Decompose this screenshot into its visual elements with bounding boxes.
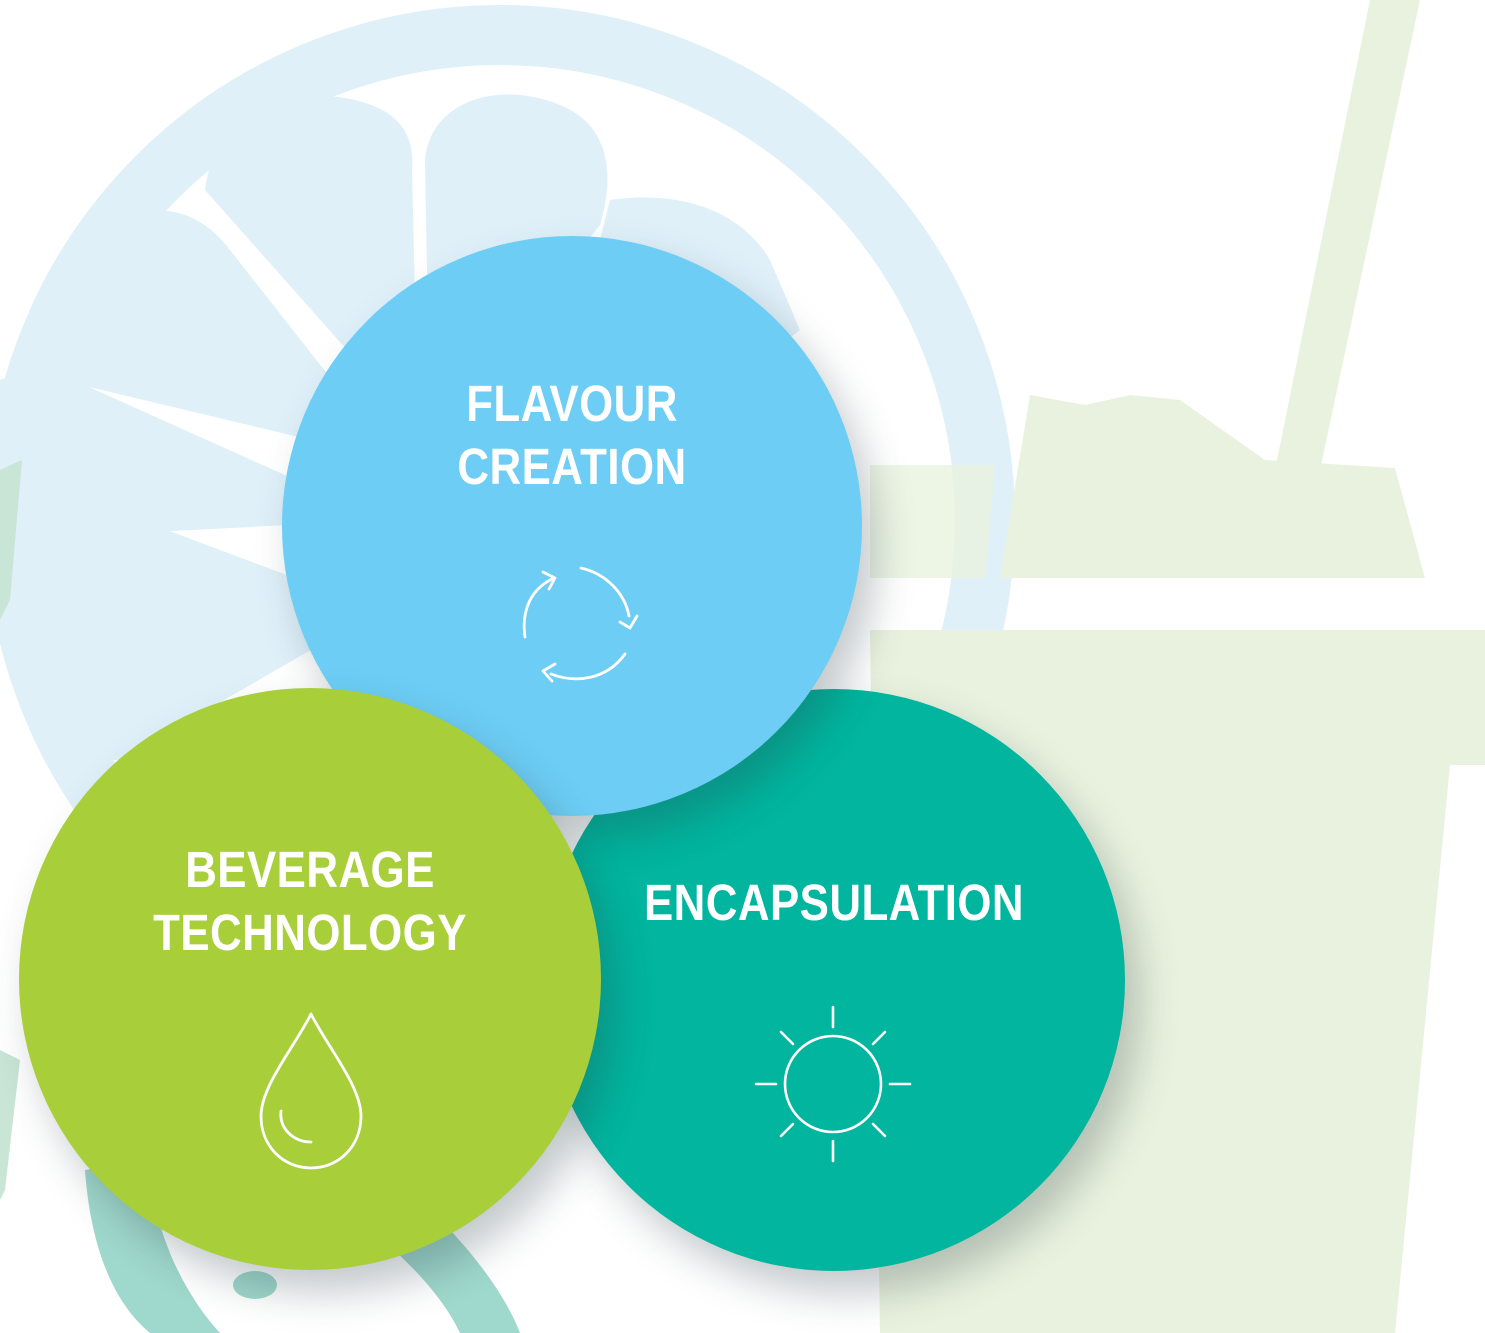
beverage-label-line1: BEVERAGE bbox=[185, 841, 435, 898]
beverage-technology-label: BEVERAGE TECHNOLOGY bbox=[60, 838, 561, 964]
encapsulation-label: ENCAPSULATION bbox=[584, 871, 1085, 934]
flavour-label-line1: FLAVOUR bbox=[466, 375, 678, 432]
beverage-label-line2: TECHNOLOGY bbox=[153, 904, 467, 961]
flavour-label-line2: CREATION bbox=[457, 438, 687, 495]
sun-icon bbox=[754, 1005, 912, 1163]
refresh-cycle-icon bbox=[522, 566, 639, 683]
flavour-creation-label: FLAVOUR CREATION bbox=[323, 372, 822, 498]
water-drop-icon bbox=[259, 1012, 363, 1170]
encapsulation-label-line1: ENCAPSULATION bbox=[643, 874, 1025, 931]
beverage-technology-circle: BEVERAGE TECHNOLOGY bbox=[19, 688, 601, 1270]
encapsulation-circle: ENCAPSULATION bbox=[543, 689, 1125, 1271]
